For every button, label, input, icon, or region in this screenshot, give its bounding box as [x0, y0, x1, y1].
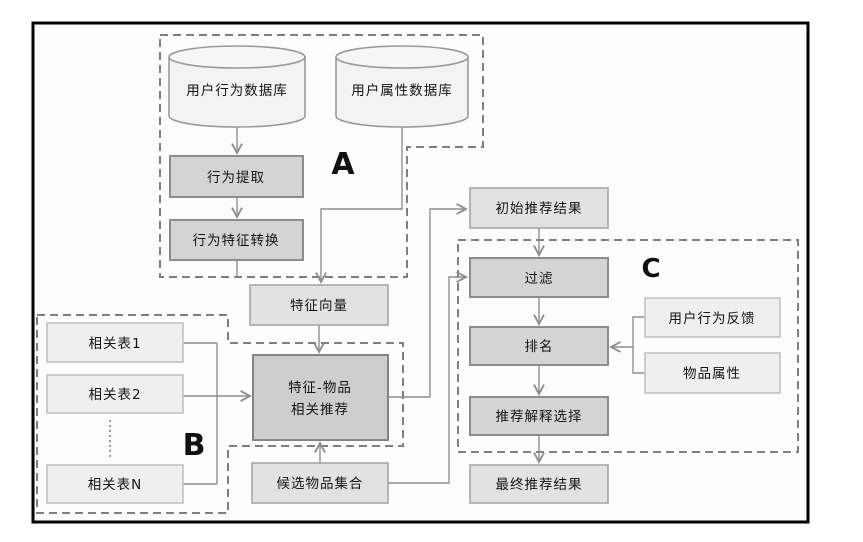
node-label: 过滤: [525, 271, 554, 287]
edge-featureitem-to-initialresults: [388, 209, 466, 398]
node-recommendation-explanation-selection: 推荐解释选择: [469, 396, 609, 436]
node-behavior-extraction: 行为提取: [169, 155, 304, 198]
group-c-label: C: [641, 254, 660, 284]
group-a-outline: [159, 34, 484, 278]
node-label: 相关表1: [88, 336, 141, 352]
node-label: 排名: [525, 339, 554, 355]
node-label: 相关表2: [88, 387, 141, 403]
edge-feedback-to-junction: [632, 316, 645, 347]
node-label-line2: 相关推荐: [291, 402, 349, 418]
node-behavior-feature-conversion: 行为特征转换: [169, 219, 304, 261]
node-user-attribute-db: 用户属性数据库: [335, 45, 469, 128]
node-related-table-n: 相关表N: [46, 464, 184, 504]
edge-candidates-to-filter: [388, 277, 466, 484]
node-label: 最终推荐结果: [496, 477, 583, 493]
node-label: 相关表N: [88, 477, 143, 493]
node-label: 特征向量: [290, 298, 348, 314]
cylinder-top: [335, 45, 469, 69]
node-filter: 过滤: [469, 257, 609, 298]
node-initial-recommendation-results: 初始推荐结果: [469, 187, 609, 229]
node-label: 用户行为数据库: [186, 82, 288, 99]
node-label: 用户行为反馈: [669, 310, 756, 327]
node-user-behavior-db: 用户行为数据库: [168, 45, 306, 128]
node-label: 物品属性: [683, 366, 741, 382]
group-b-and-feature-outline: [36, 314, 404, 514]
node-item-attributes: 物品属性: [644, 352, 781, 394]
group-c-outline: [457, 239, 799, 453]
node-user-behavior-feedback: 用户行为反馈: [644, 297, 781, 338]
edge-attributedb-to-featurevector: [321, 127, 403, 282]
cylinder-top: [168, 45, 306, 69]
node-final-recommendation-results: 最终推荐结果: [469, 464, 609, 504]
node-label: 推荐解释选择: [496, 409, 583, 425]
node-feature-item-recommendation: 特征-物品 相关推荐: [252, 354, 389, 441]
node-related-table-2: 相关表2: [46, 374, 184, 414]
connectors: [183, 127, 645, 485]
node-related-table-1: 相关表1: [46, 322, 184, 363]
node-ranking: 排名: [469, 326, 609, 366]
node-label: 初始推荐结果: [496, 200, 583, 217]
node-label: 候选物品集合: [277, 476, 364, 492]
node-label: 用户属性数据库: [351, 82, 453, 99]
group-a-label: A: [331, 147, 355, 182]
cylinder-body: [335, 57, 469, 128]
node-feature-vector: 特征向量: [249, 284, 389, 326]
node-label: 行为提取: [207, 170, 265, 186]
node-label: 行为特征转换: [193, 233, 280, 249]
edge-itemattrs-to-junction: [632, 347, 645, 374]
node-label-line1: 特征-物品: [288, 380, 352, 396]
node-candidate-item-set: 候选物品集合: [251, 462, 389, 504]
cylinder-body: [168, 57, 306, 128]
group-b-label: B: [183, 428, 206, 463]
